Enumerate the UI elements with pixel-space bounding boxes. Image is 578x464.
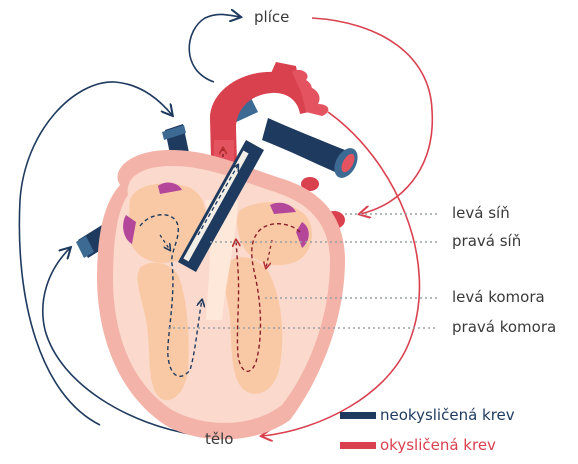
pulmonary-vein-flow-arrow: [312, 18, 432, 214]
label-lungs: plíce: [254, 10, 289, 25]
legend-oxygenated: okysličená krev: [340, 436, 496, 454]
label-right-atrium: pravá síň: [452, 234, 521, 249]
legend-swatch-blue: [340, 412, 376, 419]
legend-label-oxygenated: okysličená krev: [380, 436, 496, 454]
label-left-ventricle: levá komora: [452, 290, 545, 305]
label-left-atrium: levá síň: [452, 206, 510, 221]
pulmonary-artery-branch: [262, 118, 345, 172]
legend-swatch-red: [340, 442, 376, 449]
pulmonary-artery-flow-arrow: [189, 14, 240, 82]
label-body: tělo: [205, 432, 233, 447]
legend-label-deoxygenated: neokysličená krev: [380, 406, 515, 424]
legend-deoxygenated: neokysličená krev: [340, 406, 515, 424]
label-right-ventricle: pravá komora: [452, 320, 556, 335]
